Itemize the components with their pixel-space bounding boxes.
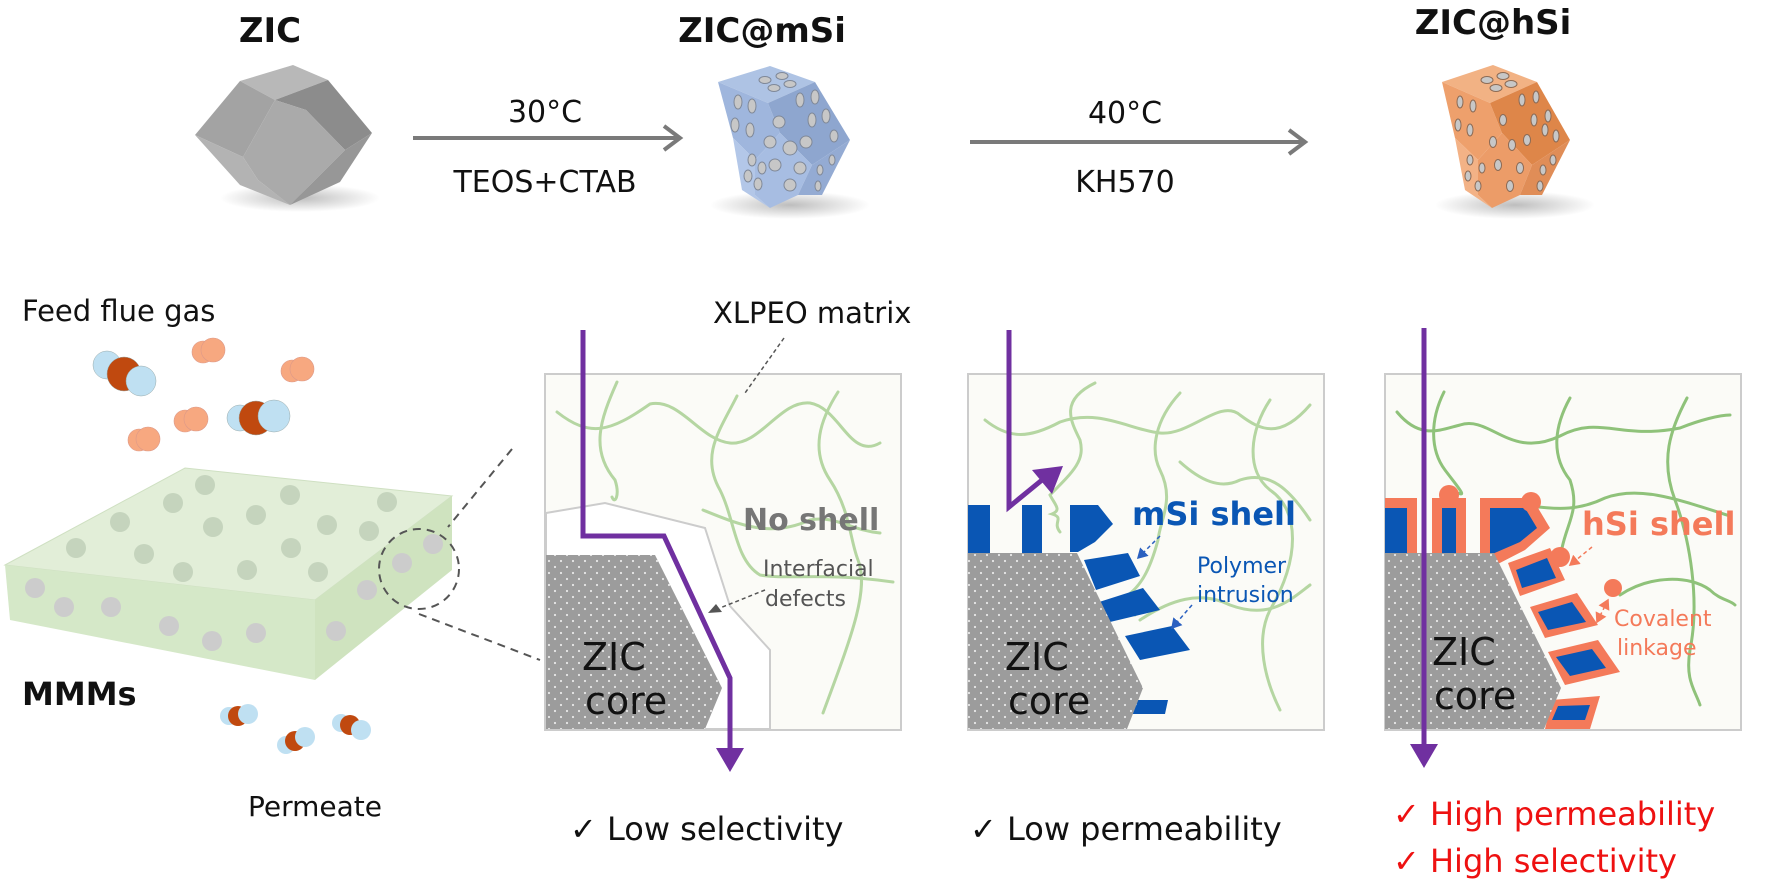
panel1-shell-label: No shell <box>743 503 879 538</box>
panel3-note-line2: linkage <box>1617 636 1697 661</box>
panel3-core-line2: core <box>1434 674 1516 718</box>
permeate-co2-icon <box>220 704 258 726</box>
permeate-co2-icon <box>332 714 371 740</box>
panel1-result-1: ✓ Low selectivity <box>570 810 843 848</box>
panel3-core-line1: ZIC <box>1432 630 1496 674</box>
feed-gas-label: Feed flue gas <box>22 294 215 328</box>
panel-hsi-shell: ZIC core hSi shell Covalent linkage <box>1384 328 1742 768</box>
panel1-core-line2: core <box>585 679 667 723</box>
panel2-result-1: ✓ Low permeability <box>970 810 1282 848</box>
n2-molecule-icon <box>191 337 226 364</box>
panel3-result-2: ✓ High selectivity <box>1393 842 1677 880</box>
matrix-callout: XLPEO matrix <box>713 296 911 330</box>
step1-temperature: 30°C <box>508 95 582 130</box>
permeate-co2-icon <box>277 727 315 754</box>
step1-reagents: TEOS+CTAB <box>452 165 636 200</box>
zic-msi-crystal-icon <box>710 66 870 219</box>
panel2-note-line1: Polymer <box>1197 554 1287 579</box>
membrane-slab <box>3 467 454 680</box>
panel2-shell-label: mSi shell <box>1132 495 1296 533</box>
stage-label-zic-hsi: ZIC@hSi <box>1415 3 1572 43</box>
panel1-note-line1: Interfacial <box>763 557 874 582</box>
step2-temperature: 40°C <box>1088 96 1162 131</box>
zic-crystal-icon <box>195 65 380 212</box>
zic-hsi-crystal-icon <box>1435 65 1595 219</box>
panel1-core-line1: ZIC <box>582 635 646 679</box>
panel2-core-line1: ZIC <box>1005 635 1069 679</box>
panel3-result-1: ✓ High permeability <box>1393 795 1715 833</box>
panel3-shell-label: hSi shell <box>1582 505 1735 543</box>
stage-label-zic-msi: ZIC@mSi <box>678 11 846 51</box>
panel3-note-line1: Covalent <box>1614 607 1712 632</box>
n2-molecule-icon <box>280 356 315 383</box>
panel-msi-shell: ZIC core mSi shell Polymer intrusion <box>967 330 1325 731</box>
co2-molecule-icon <box>226 399 291 436</box>
n2-molecule-icon <box>173 406 209 433</box>
zoom-callout <box>378 448 541 661</box>
permeate-label: Permeate <box>248 790 382 823</box>
step2-reagents: KH570 <box>1075 165 1175 200</box>
panel2-note-line2: intrusion <box>1197 583 1294 608</box>
stage-label-zic: ZIC <box>239 11 301 51</box>
co2-molecule-icon <box>92 350 157 397</box>
panel-no-shell: ZIC core No shell Interfacial defects <box>544 330 902 772</box>
panel1-note-line2: defects <box>765 587 846 612</box>
membrane-label: MMMs <box>22 675 137 713</box>
n2-molecule-icon <box>127 426 161 452</box>
panel2-core-line2: core <box>1008 679 1090 723</box>
